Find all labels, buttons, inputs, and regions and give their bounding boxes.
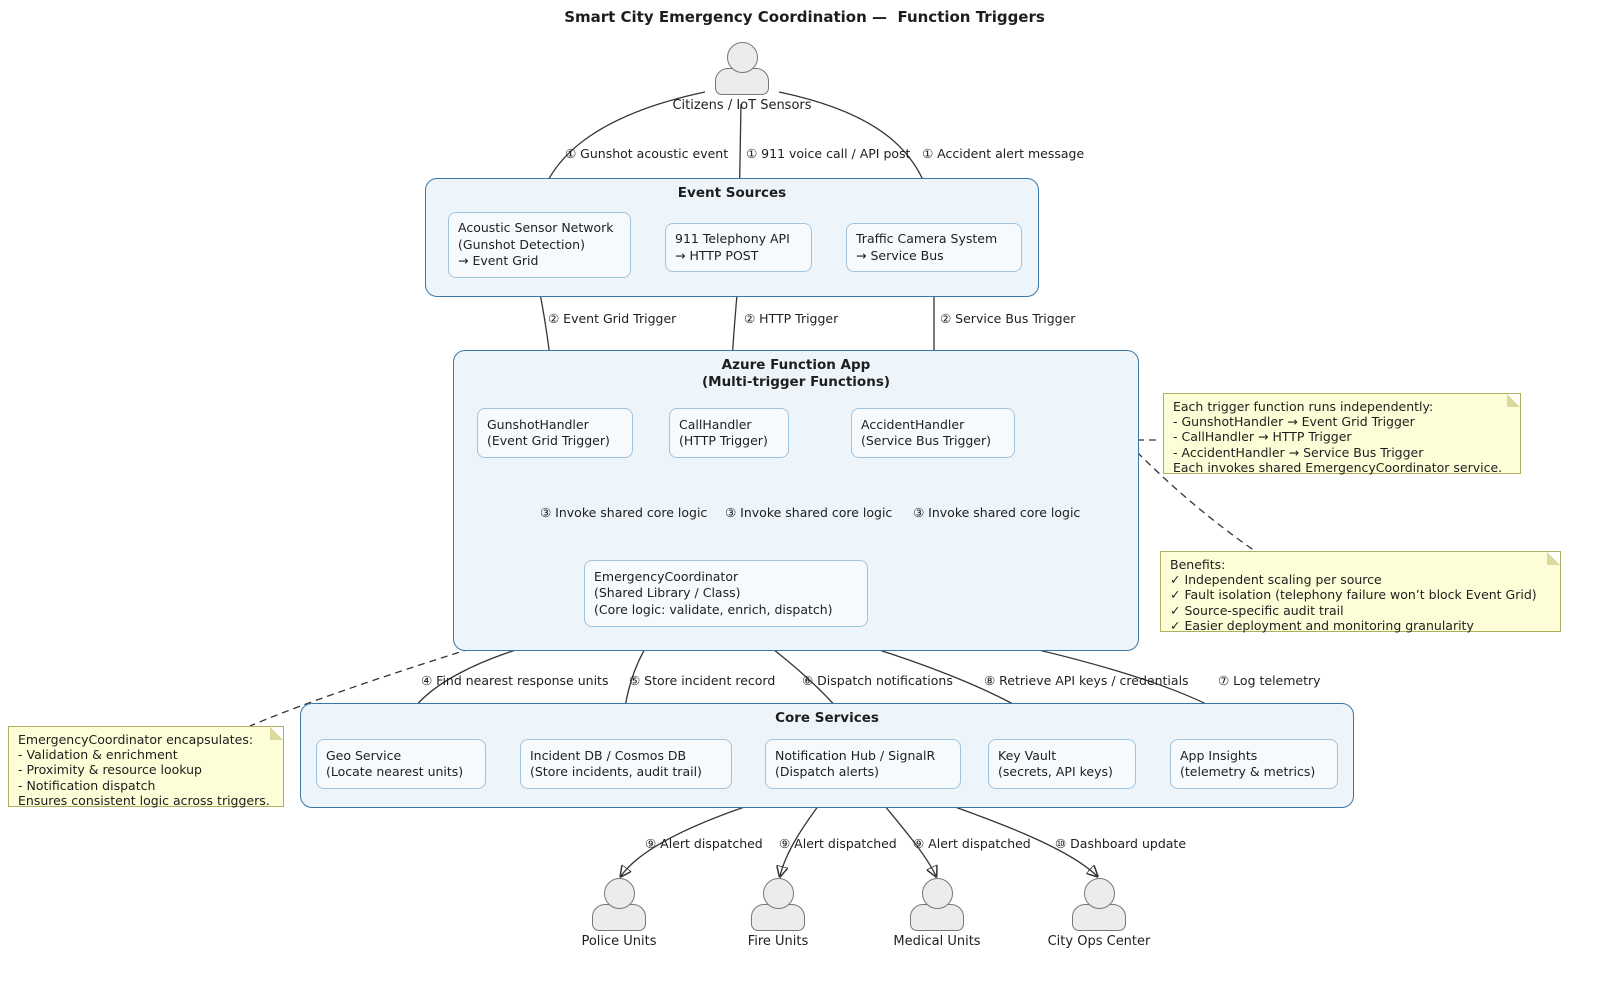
node-line: AccidentHandler (861, 416, 965, 432)
node-line: (Shared Library / Class) (594, 585, 741, 601)
note-line: - Proximity & resource lookup (18, 762, 202, 778)
node-line: (Locate nearest units) (326, 764, 464, 779)
node-line: 911 Telephony API (675, 231, 790, 246)
edge-label-event-grid-trigger: ② Event Grid Trigger (548, 311, 677, 326)
note-line: Benefits: (1170, 557, 1226, 572)
node-line: → Service Bus (856, 247, 944, 263)
actor-medical-units: Medical Units (857, 878, 1017, 949)
group-function-app-title: Azure Function App (721, 357, 871, 373)
person-icon (921, 878, 953, 909)
edge-label-find-units: ④ Find nearest response units (421, 673, 609, 688)
group-event-sources-title: Event Sources (677, 185, 787, 201)
node-line: → HTTP POST (675, 247, 759, 263)
note-line: - Validation & enrichment (18, 747, 178, 763)
actor-city-ops-center: City Ops Center (1019, 878, 1179, 949)
node-911-telephony-api: 911 Telephony API → HTTP POST (665, 223, 812, 272)
node-gunshot-handler: GunshotHandler (Event Grid Trigger) (477, 408, 633, 458)
actor-citizens-iot-sensors: Citizens / IoT Sensors (662, 42, 822, 113)
person-icon (762, 878, 794, 909)
note-line: - GunshotHandler → Event Grid Trigger (1173, 414, 1415, 430)
note-line: - CallHandler → HTTP Trigger (1173, 429, 1352, 445)
note-line: EmergencyCoordinator encapsulates: (18, 732, 254, 747)
node-app-insights: App Insights (telemetry & metrics) (1170, 739, 1338, 789)
actor-label: Police Units (581, 934, 657, 949)
edge-label-invoke-core-3: ③ Invoke shared core logic (913, 505, 1081, 520)
note-line: - Notification dispatch (18, 777, 156, 793)
note-coordinator-encapsulates: EmergencyCoordinator encapsulates: - Val… (8, 726, 284, 808)
node-accident-handler: AccidentHandler (Service Bus Trigger) (851, 408, 1015, 458)
note-line: ✓ Fault isolation (telephony failure won… (1170, 587, 1537, 603)
edge-label-dashboard-update: ⑩ Dashboard update (1055, 836, 1187, 851)
node-emergency-coordinator: EmergencyCoordinator (Shared Library / C… (584, 560, 868, 627)
edge-label-invoke-core-2: ③ Invoke shared core logic (725, 505, 893, 520)
edge-label-alert-dispatched-3: ⑨ Alert dispatched (913, 836, 1031, 851)
edge-label-911-call: ① 911 voice call / API post (746, 146, 911, 161)
edge-label-invoke-core-1: ③ Invoke shared core logic (540, 505, 708, 520)
person-icon (726, 42, 758, 73)
node-line: GunshotHandler (487, 416, 589, 432)
node-notification-hub: Notification Hub / SignalR (Dispatch ale… (765, 739, 961, 789)
actor-label: Citizens / IoT Sensors (672, 98, 812, 113)
node-line: (Dispatch alerts) (775, 764, 880, 779)
node-line: (Event Grid Trigger) (487, 433, 610, 448)
actor-fire-units: Fire Units (698, 878, 858, 949)
note-line: Ensures consistent logic across triggers… (18, 792, 270, 808)
actor-label: City Ops Center (1047, 934, 1151, 949)
node-line: (Service Bus Trigger) (861, 433, 992, 448)
note-line: Each trigger function runs independently… (1173, 399, 1434, 414)
node-line: Notification Hub / SignalR (775, 747, 936, 763)
note-line: Each invokes shared EmergencyCoordinator… (1173, 459, 1503, 475)
node-line: (Gunshot Detection) (458, 236, 585, 252)
node-line: Traffic Camera System (856, 231, 998, 246)
node-traffic-camera-system: Traffic Camera System → Service Bus (846, 223, 1022, 272)
node-line: (HTTP Trigger) (679, 433, 768, 448)
edge-label-alert-dispatched-1: ⑨ Alert dispatched (645, 836, 763, 851)
person-icon (603, 878, 635, 909)
edge-label-alert-dispatched-2: ⑨ Alert dispatched (779, 836, 897, 851)
note-line: - AccidentHandler → Service Bus Trigger (1173, 444, 1424, 460)
node-geo-service: Geo Service (Locate nearest units) (316, 739, 486, 789)
edge-label-store-incident: ⑤ Store incident record (629, 673, 776, 688)
node-line: Incident DB / Cosmos DB (530, 747, 687, 763)
actor-police-units: Police Units (539, 878, 699, 949)
node-line: Geo Service (326, 747, 402, 763)
node-line: (secrets, API keys) (998, 764, 1113, 779)
node-line: CallHandler (679, 416, 752, 432)
node-line: Acoustic Sensor Network (458, 220, 614, 236)
edge-label-retrieve-keys: ⑧ Retrieve API keys / credentials (984, 673, 1189, 688)
note-benefits: Benefits: ✓ Independent scaling per sour… (1160, 551, 1561, 633)
node-line: (telemetry & metrics) (1180, 764, 1316, 779)
node-acoustic-sensor-network: Acoustic Sensor Network (Gunshot Detecti… (448, 212, 631, 278)
edge-label-http-trigger: ② HTTP Trigger (744, 311, 839, 326)
node-line: (Core logic: validate, enrich, dispatch) (594, 601, 833, 617)
note-trigger-independence: Each trigger function runs independently… (1163, 393, 1521, 475)
node-line: App Insights (1180, 747, 1258, 763)
edge-label-dispatch-notifications: ⑥ Dispatch notifications (802, 673, 953, 688)
edge-label-gunshot-event: ① Gunshot acoustic event (565, 146, 729, 161)
node-line: EmergencyCoordinator (594, 568, 739, 584)
edge-label-service-bus-trigger: ② Service Bus Trigger (940, 311, 1076, 326)
diagram-title: Smart City Emergency Coordination — Func… (564, 8, 1045, 26)
node-incident-db: Incident DB / Cosmos DB (Store incidents… (520, 739, 732, 789)
note-line: ✓ Easier deployment and monitoring granu… (1170, 617, 1474, 633)
actor-label: Fire Units (747, 934, 809, 949)
node-line: Key Vault (998, 747, 1057, 763)
actor-label: Medical Units (893, 934, 981, 949)
note-line: ✓ Source-specific audit trail (1170, 602, 1344, 618)
node-key-vault: Key Vault (secrets, API keys) (988, 739, 1136, 789)
note-line: ✓ Independent scaling per source (1170, 572, 1382, 588)
edge-label-accident-alert: ① Accident alert message (922, 146, 1085, 161)
node-call-handler: CallHandler (HTTP Trigger) (669, 408, 789, 458)
group-core-services-title: Core Services (775, 710, 879, 726)
node-line: (Store incidents, audit trail) (530, 764, 702, 779)
person-icon (1083, 878, 1115, 909)
group-function-app-subtitle: (Multi-trigger Functions) (701, 374, 891, 390)
node-line: → Event Grid (458, 253, 539, 269)
edge-label-log-telemetry: ⑦ Log telemetry (1218, 673, 1321, 688)
